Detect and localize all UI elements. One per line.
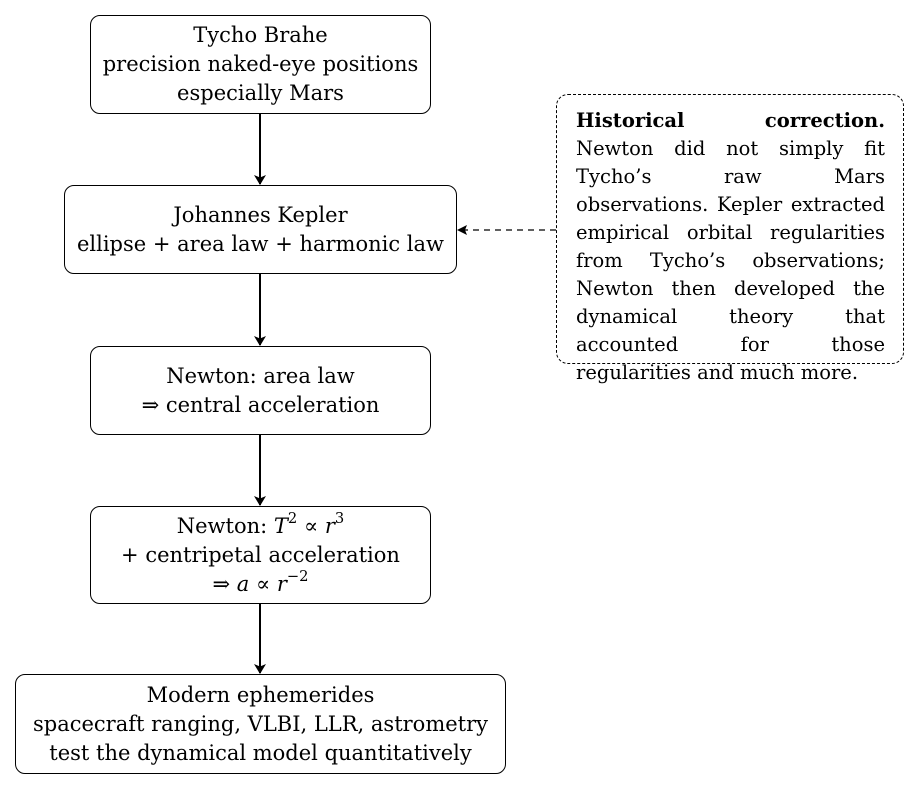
- node-modern-methods: spacecraft ranging, VLBI, LLR, astrometr…: [32, 711, 489, 736]
- node-period-law-centripetal: + centripetal acceleration: [121, 542, 400, 567]
- period-symbol: T: [273, 513, 288, 538]
- node-tycho-brahe: Tycho Brahe precision naked-eye position…: [90, 15, 431, 114]
- implies-symbol: ⇒: [212, 571, 237, 596]
- node-area-law-result: ⇒ central acceleration: [141, 392, 380, 417]
- node-modern-ephemerides: Modern ephemerides spacecraft ranging, V…: [15, 674, 506, 774]
- proportional-symbol: ∝: [297, 513, 325, 538]
- node-kepler-laws: ellipse + area law + harmonic law: [76, 231, 445, 256]
- node-johannes-kepler: Johannes Kepler ellipse + area law + har…: [64, 185, 457, 274]
- proportional-symbol-2: ∝: [249, 571, 277, 596]
- node-tycho-title: Tycho Brahe: [193, 23, 328, 47]
- period-law-prefix: Newton:: [176, 513, 274, 538]
- node-kepler-title: Johannes Kepler: [173, 202, 348, 227]
- node-modern-title: Modern ephemerides: [146, 682, 375, 707]
- period-exponent: 2: [287, 510, 298, 528]
- historical-correction-note: Historical correction. Newton did not si…: [556, 94, 904, 384]
- note-title: Historical correction.: [576, 109, 885, 132]
- inverse-square-exponent: −2: [286, 568, 309, 586]
- node-modern-purpose: test the dynamical model quantitatively: [49, 740, 472, 765]
- node-newton-area-law: Newton: area law ⇒ central acceleration: [90, 346, 431, 435]
- node-tycho-detail: precision naked-eye positions: [102, 52, 419, 76]
- acceleration-symbol: a: [236, 571, 250, 596]
- node-area-law-title: Newton: area law: [166, 363, 355, 388]
- note-body: Newton did not simply fit Tycho’s raw Ma…: [576, 137, 885, 384]
- radius-exponent: 3: [334, 510, 345, 528]
- radius-symbol: r: [324, 513, 335, 538]
- node-newton-period-law: Newton: T2 ∝ r3 + centripetal accelerati…: [90, 506, 431, 604]
- radius-symbol-2: r: [276, 571, 287, 596]
- node-period-law-result: ⇒ a ∝ r−2: [212, 568, 309, 599]
- node-tycho-focus: especially Mars: [177, 81, 344, 105]
- node-period-law-title: Newton: T2 ∝ r3: [176, 510, 345, 541]
